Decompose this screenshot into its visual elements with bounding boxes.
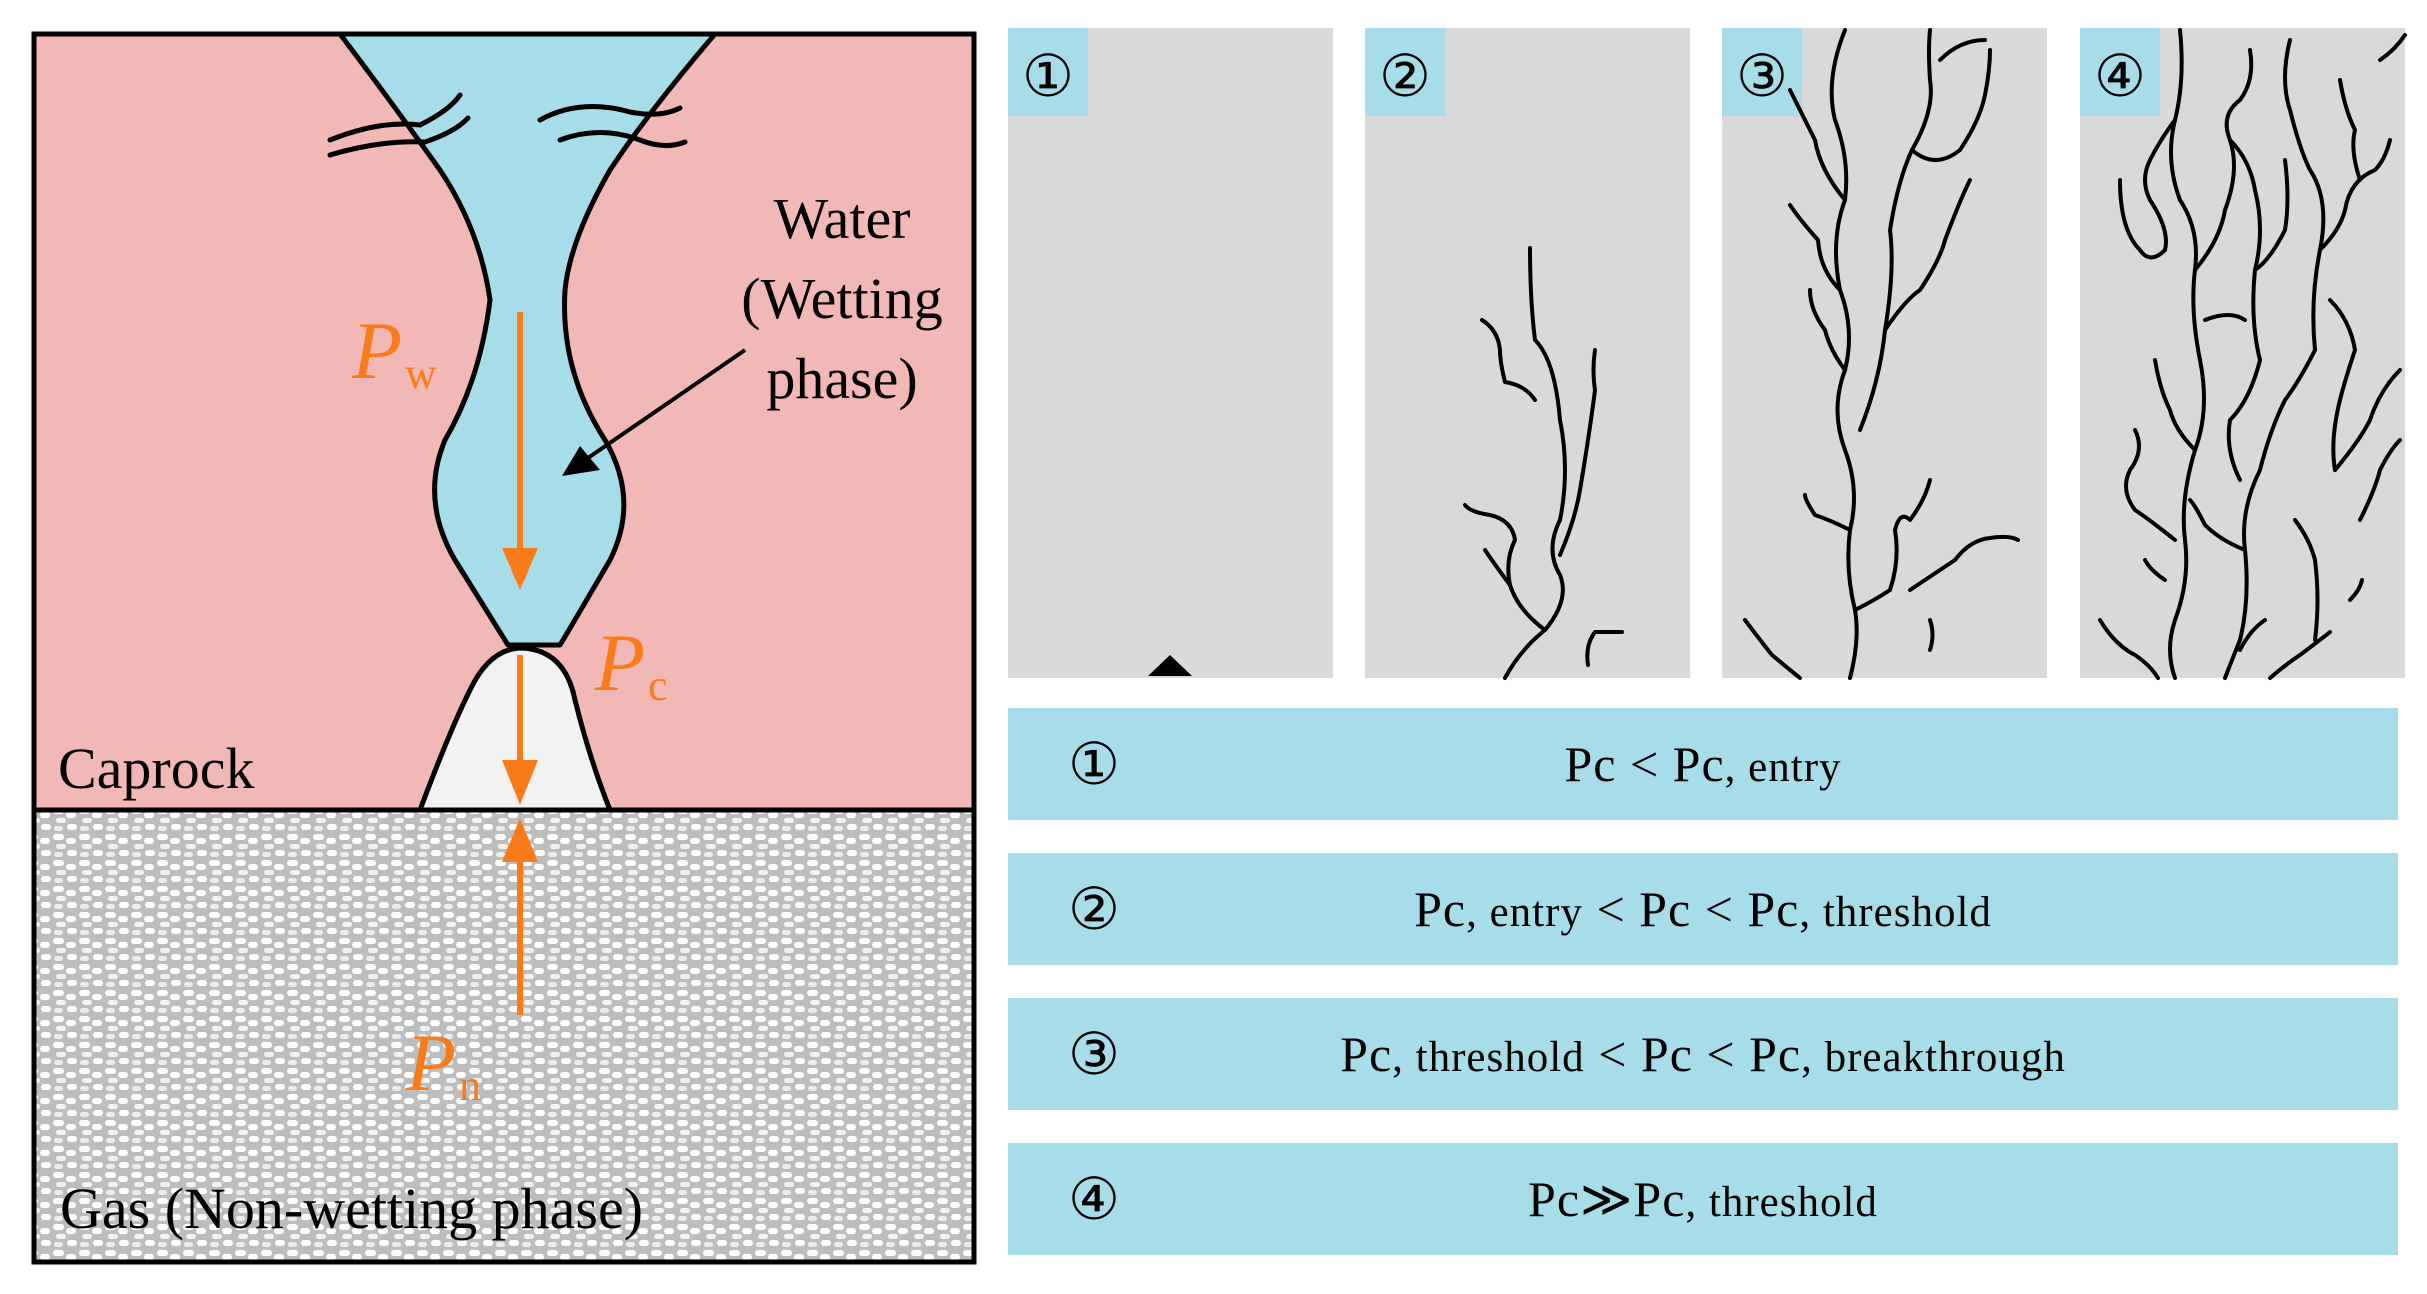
stage-badge-3-bg bbox=[1722, 28, 1802, 116]
fracture-lines-left bbox=[327, 92, 688, 158]
crack-tip-marker bbox=[1148, 655, 1192, 676]
condition-num-1: ① bbox=[1068, 732, 1120, 797]
condition-row-2: ② Pc, entry < Pc < Pc, threshold bbox=[1008, 853, 2398, 965]
stage-badge-1-bg bbox=[1008, 28, 1088, 116]
svg-text:P: P bbox=[351, 305, 402, 396]
stage-badge-2-bg bbox=[1365, 28, 1445, 116]
gas-label: Gas (Non-wetting phase) bbox=[60, 1176, 643, 1241]
pn-arrow bbox=[502, 818, 538, 1015]
svg-text:w: w bbox=[405, 349, 437, 398]
svg-text:P: P bbox=[405, 1017, 456, 1108]
stage-badge-3: ③ bbox=[1736, 44, 1788, 109]
svg-text:n: n bbox=[459, 1061, 481, 1110]
pc-arrow bbox=[502, 655, 538, 805]
condition-expr-4: Pc≫Pc, threshold bbox=[1528, 1171, 1878, 1227]
stage-panel-4: ④ bbox=[2080, 28, 2407, 680]
water-label-line1: Water bbox=[773, 186, 910, 251]
pw-label: P w bbox=[351, 305, 437, 398]
gas-region bbox=[34, 810, 974, 1262]
condition-row-4: ④ Pc≫Pc, threshold bbox=[1008, 1143, 2398, 1255]
pw-arrow bbox=[502, 312, 538, 590]
condition-row-1: ① Pc < Pc, entry bbox=[1008, 708, 2398, 820]
water-label-line3: phase) bbox=[766, 346, 917, 411]
condition-expr-3: Pc, threshold < Pc < Pc, breakthrough bbox=[1340, 1026, 2066, 1082]
gas-bubble bbox=[417, 645, 613, 813]
condition-num-2: ② bbox=[1068, 877, 1120, 942]
condition-row-3: ③ Pc, threshold < Pc < Pc, breakthrough bbox=[1008, 998, 2398, 1110]
stage-badge-1: ① bbox=[1022, 44, 1074, 109]
caprock-label: Caprock bbox=[58, 736, 255, 801]
left-panel-frame bbox=[31, 31, 977, 1265]
water-callout-arrow bbox=[562, 348, 747, 476]
fractures-stage-3 bbox=[1743, 28, 2020, 680]
stage-badge-2: ② bbox=[1379, 44, 1431, 109]
pn-label: P n bbox=[405, 1017, 481, 1110]
stage-badge-4: ④ bbox=[2094, 44, 2146, 109]
stage-badge-4-bg bbox=[2080, 28, 2160, 116]
condition-expr-2: Pc, entry < Pc < Pc, threshold bbox=[1414, 881, 1992, 937]
stage-panel-1: ① bbox=[1008, 28, 1333, 678]
water-channel bbox=[337, 31, 718, 648]
stage-panel-3: ③ bbox=[1722, 28, 2047, 680]
condition-num-4: ④ bbox=[1068, 1167, 1120, 1232]
fractures-stage-2 bbox=[1463, 246, 1624, 680]
stage-panel-2: ② bbox=[1365, 28, 1690, 680]
svg-text:c: c bbox=[648, 661, 668, 710]
condition-expr-1: Pc < Pc, entry bbox=[1564, 736, 1842, 792]
water-label-line2: (Wetting bbox=[741, 266, 943, 331]
svg-text:P: P bbox=[594, 617, 645, 708]
fractures-stage-4 bbox=[2098, 28, 2407, 680]
condition-num-3: ③ bbox=[1068, 1022, 1120, 1087]
pc-label: P c bbox=[594, 617, 668, 710]
